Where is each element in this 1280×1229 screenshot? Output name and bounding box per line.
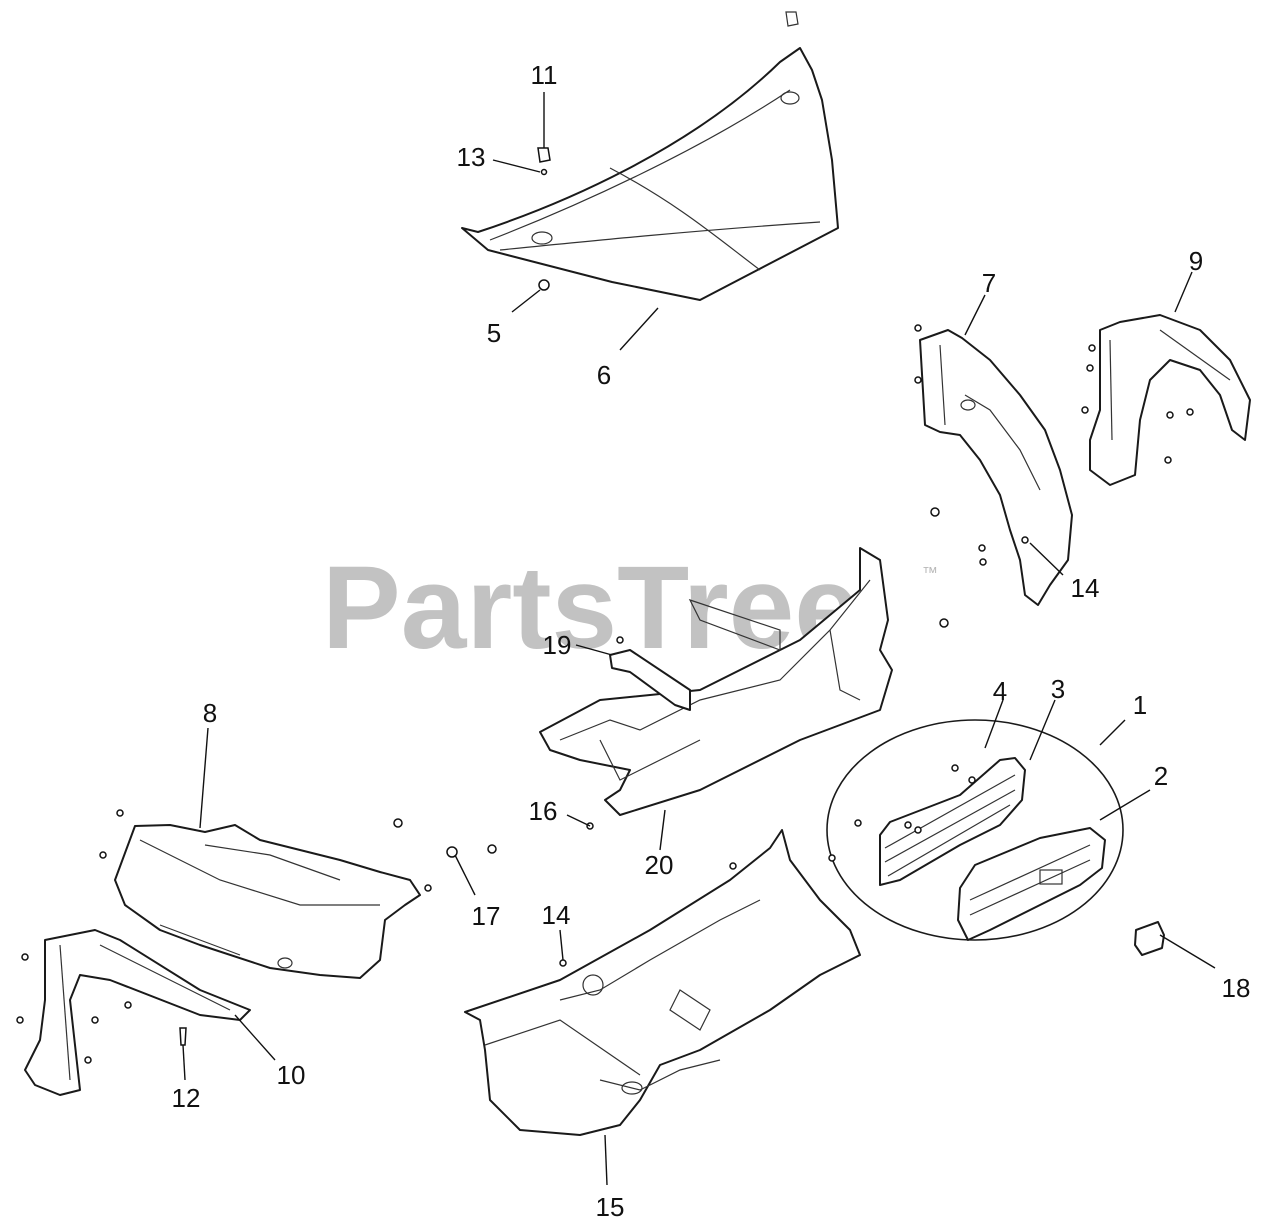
callout-19: 19: [543, 630, 572, 660]
callout-3: 3: [1051, 674, 1065, 704]
watermark-trademark: ™: [922, 565, 938, 582]
callout-20: 20: [645, 850, 674, 880]
callout-10: 10: [277, 1060, 306, 1090]
callout-5: 5: [487, 318, 501, 348]
callout-15: 15: [596, 1192, 625, 1222]
part-badge[interactable]: [1134, 921, 1165, 956]
part-lower-bracket[interactable]: [24, 929, 251, 1096]
callout-6: 6: [597, 360, 611, 390]
leader-lines: [182, 92, 1216, 1186]
callout-9: 9: [1189, 246, 1203, 276]
part-grille-insert[interactable]: [879, 757, 1026, 886]
part-grille-assembly-outline[interactable]: [826, 719, 1124, 941]
callout-2: 2: [1154, 761, 1168, 791]
part-lower-cowl[interactable]: [464, 829, 861, 1136]
callout-14-lower: 14: [542, 900, 571, 930]
watermark-logo: PartsTree: [322, 542, 860, 674]
part-fasteners[interactable]: [16, 324, 1194, 1064]
part-frame-bracket[interactable]: [609, 649, 691, 711]
part-left-fender[interactable]: [114, 824, 421, 979]
callout-4: 4: [993, 676, 1007, 706]
callout-12: 12: [172, 1083, 201, 1113]
part-hood-washer[interactable]: [540, 168, 548, 176]
part-hood-panel[interactable]: [461, 11, 839, 301]
callout-13: 13: [457, 142, 486, 172]
callout-7: 7: [982, 268, 996, 298]
part-front-frame[interactable]: [539, 547, 893, 816]
callout-17: 17: [472, 901, 501, 931]
part-hood-nut[interactable]: [538, 279, 550, 291]
callout-18: 18: [1222, 973, 1251, 1003]
callout-16: 16: [529, 796, 558, 826]
part-right-fender[interactable]: [919, 329, 1073, 606]
part-rear-bracket[interactable]: [1089, 314, 1251, 486]
callout-1: 1: [1133, 690, 1147, 720]
callout-11: 11: [531, 60, 558, 90]
callout-14-upper: 14: [1071, 573, 1100, 603]
part-hood-clip[interactable]: [537, 147, 551, 163]
callout-8: 8: [203, 698, 217, 728]
part-grille-frame[interactable]: [957, 827, 1106, 941]
